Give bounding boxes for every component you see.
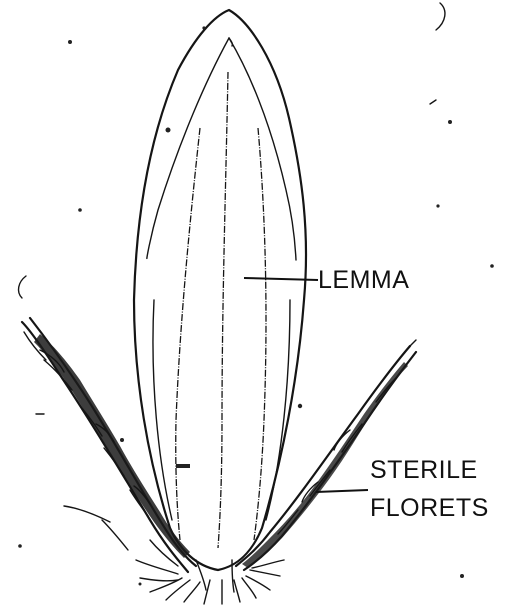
- leader-lines: [244, 278, 368, 492]
- sterile-florets-leader-line: [316, 490, 368, 492]
- sterile-label-line1: STERILE: [370, 456, 478, 484]
- lemma-leader-line: [244, 278, 318, 280]
- sterile-label-line2: FLORETS: [370, 494, 489, 522]
- lemma-veins: [153, 72, 290, 548]
- right-sterile-floret: [236, 340, 416, 570]
- lemma-outline: [134, 10, 306, 570]
- left-sterile-floret: [22, 318, 196, 572]
- labels: LEMMA STERILE FLORETS: [318, 266, 489, 522]
- lemma-label: LEMMA: [318, 266, 409, 294]
